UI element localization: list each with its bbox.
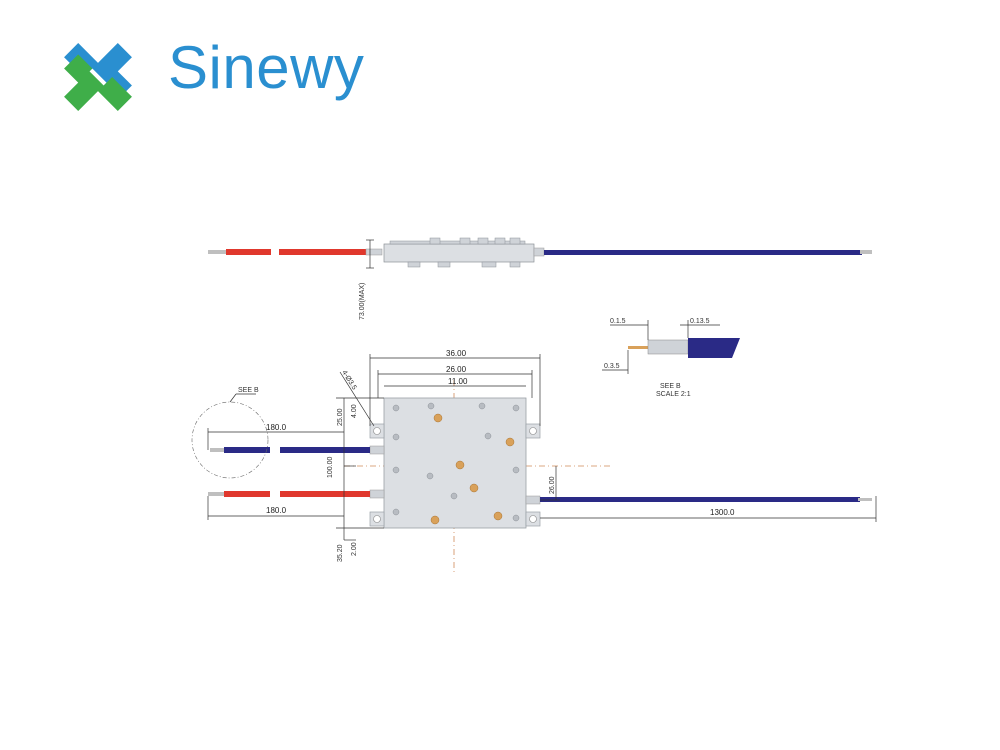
overall-width-dim: 36.00 [446, 349, 467, 358]
top-view: SEE B 36.00 26.00 11.00 4-Ø3.5 180.0 180… [191, 349, 877, 572]
detail-caption-2: SCALE 2:1 [656, 391, 691, 398]
detail-marker: SEE B [238, 387, 259, 394]
top-vert-dim-a: 25.00 [337, 408, 344, 426]
inner-width-dim: 26.00 [446, 365, 467, 374]
brand-name: Sinewy [168, 34, 365, 101]
right-offset-dim: 26.00 [549, 476, 556, 494]
left-cable-bottom-dim: 180.0 [266, 506, 287, 515]
hole-callout: 4-Ø3.5 [340, 369, 357, 391]
side-height-label: 73.00(MAX) [359, 283, 366, 320]
coax-dim-1: 0.1.5 [610, 318, 626, 325]
coax-dim-2: 0.13.5 [690, 318, 710, 325]
coax-dim-3: 0.3.5 [604, 363, 620, 370]
hole-width-dim: 11.00 [448, 377, 468, 386]
detail-caption-1: SEE B [660, 383, 681, 390]
top-vert-dim-b: 4.00 [351, 404, 358, 418]
bottom-vert-dim-a: 35.20 [337, 544, 344, 562]
sinewy-logo [64, 43, 132, 111]
left-cable-top-dim: 180.0 [266, 423, 287, 432]
vertical-mid-dim: 100.00 [327, 456, 334, 478]
side-view: 73.00(MAX) [208, 237, 872, 320]
right-cable-dim: 1300.0 [710, 508, 735, 517]
coax-detail: 0.1.5 0.13.5 0.3.5 SEE B SCALE 2:1 [602, 318, 740, 398]
bottom-vert-dim-b: 2.00 [351, 542, 358, 556]
